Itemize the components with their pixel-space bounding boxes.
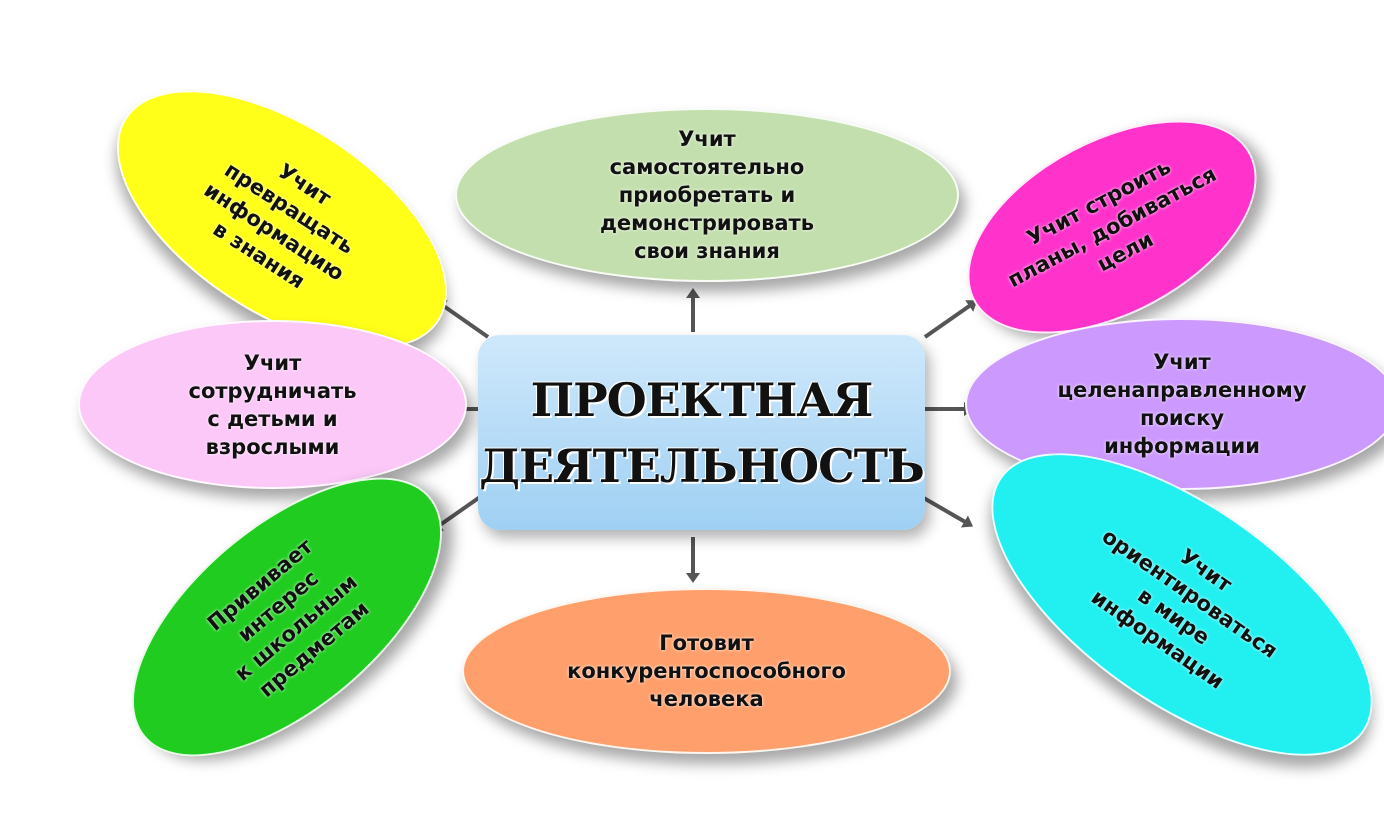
arrow-to-purple: [925, 402, 974, 416]
arrow-to-cyan: [921, 495, 971, 527]
node-pink: Учит сотрудничать с детьми и взрослыми: [78, 320, 467, 489]
arrow-to-green-top: [691, 292, 695, 332]
node-orange: Готовит конкурентоспособного человека: [462, 588, 951, 754]
node-text: Учит строить планы, добиваться цели: [1003, 154, 1221, 293]
node-text: Готовит конкурентоспособного человека: [567, 631, 846, 711]
arrow-to-magenta: [923, 300, 976, 339]
node-text: Учит целенаправленному поиску информации: [1057, 350, 1307, 458]
node-text: Прививает интерес к школьным предметам: [202, 534, 374, 702]
center-box: ПРОЕКТНАЯ ДЕЯТЕЛЬНОСТЬ: [478, 335, 925, 530]
node-text: Учит ориентироваться в мире информации: [1087, 523, 1283, 694]
node-green-top: Учит самостоятельно приобретать и демонс…: [455, 108, 959, 282]
node-text: Учит самостоятельно приобретать и демонс…: [599, 127, 815, 263]
node-text: Учит превращать информацию в знания: [200, 157, 359, 294]
node-text: Учит сотрудничать с детьми и взрослыми: [188, 350, 357, 459]
center-title: ПРОЕКТНАЯ ДЕЯТЕЛЬНОСТЬ: [479, 372, 925, 493]
arrow-to-orange: [691, 537, 695, 579]
